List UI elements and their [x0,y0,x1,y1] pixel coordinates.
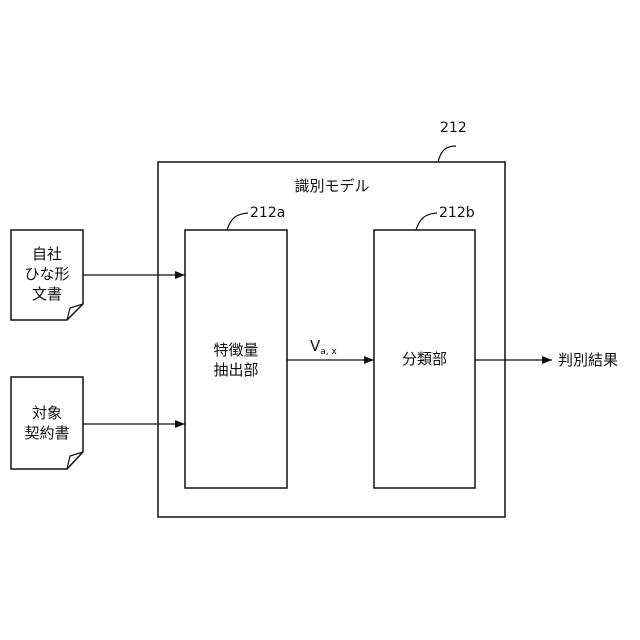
model-ref-leader [438,146,456,162]
extractor-ref-label: 212a [250,203,285,223]
classifier-label: 分類部 [374,349,475,369]
model-title: 識別モデル [282,176,382,196]
contract-document-label: 対象 契約書 [11,403,83,443]
output-label: 判別結果 [558,350,618,370]
extractor-label: 特徴量 抽出部 [185,340,287,380]
feature-vector-symbol: V [310,337,320,355]
template-document-label: 自社 ひな形 文書 [11,244,83,304]
feature-vector-subscript: a, x [320,347,337,357]
template-document-line3: 文書 [11,284,83,304]
classifier-ref-label: 212b [439,203,475,223]
template-document-line1: 自社 [11,244,83,264]
model-ref-label: 212 [440,118,467,138]
extractor-ref-leader [227,213,248,230]
extractor-label-line2: 抽出部 [185,360,287,380]
contract-document-line2: 契約書 [11,423,83,443]
template-document-line2: ひな形 [11,264,83,284]
classifier-ref-leader [416,213,437,230]
extractor-label-line1: 特徴量 [185,340,287,360]
feature-vector-label: Va, x [310,336,337,362]
contract-document-line1: 対象 [11,403,83,423]
